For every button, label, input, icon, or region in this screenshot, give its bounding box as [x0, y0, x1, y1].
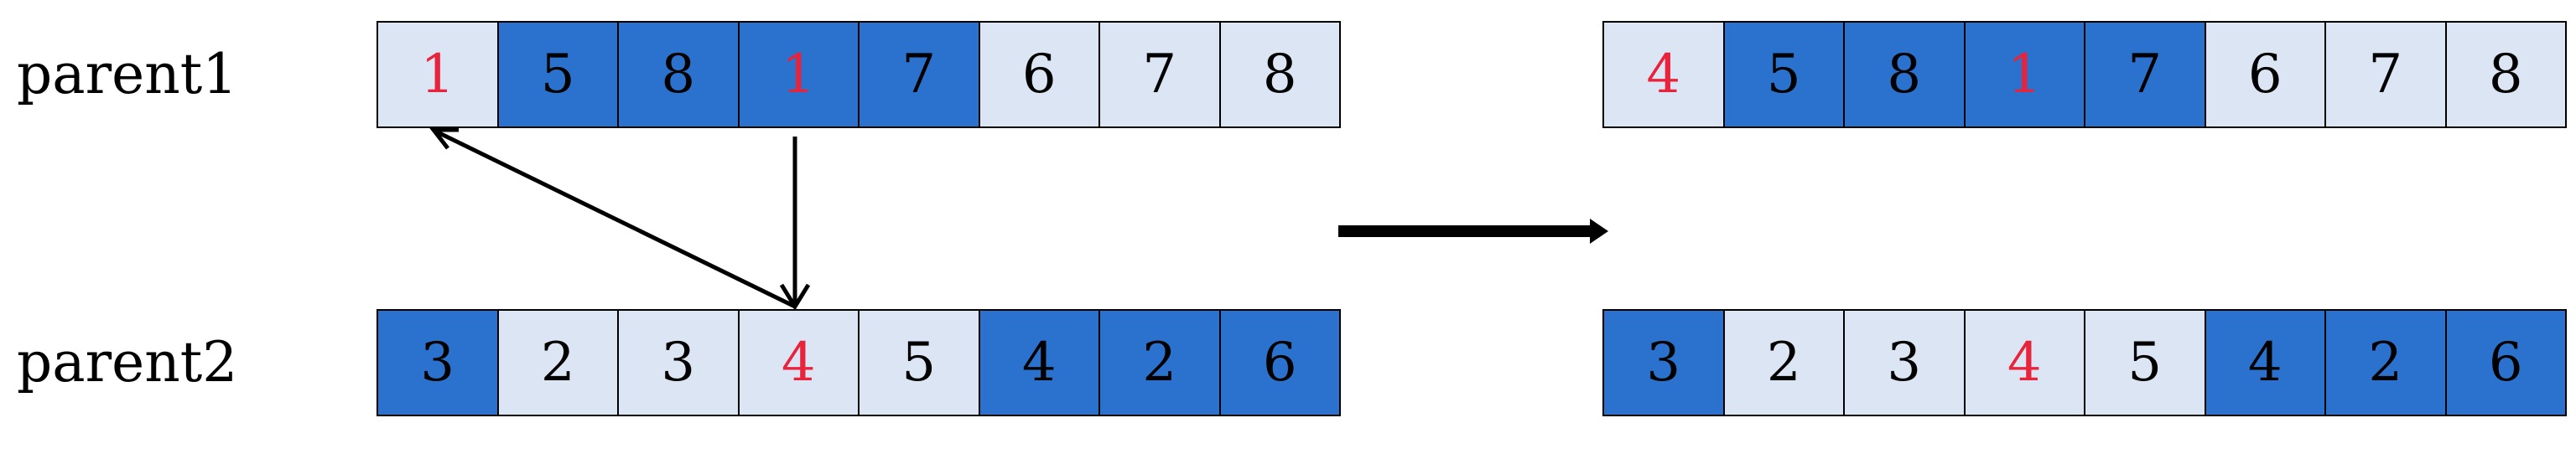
swap-arrow-diagonal-head	[428, 127, 459, 150]
gene-cell: 4	[2205, 311, 2326, 415]
parent1-label: parent1	[17, 42, 238, 106]
gene-cell: 7	[2326, 23, 2447, 126]
swap-arrow-diagonal	[433, 128, 797, 309]
gene-cell: 6	[1220, 311, 1341, 415]
gene-cell: 6	[2446, 311, 2567, 415]
gene-cell: 4	[979, 311, 1100, 415]
gene-cell: 7	[2085, 23, 2206, 126]
gene-cell: 2	[498, 311, 619, 415]
gene-cell: 3	[1845, 311, 1966, 415]
gene-cell: 1	[378, 23, 499, 126]
gene-cell: 6	[979, 23, 1100, 126]
gene-cell: 4	[1604, 23, 1725, 126]
gene-cell: 8	[1220, 23, 1341, 126]
gene-cell: 3	[378, 311, 499, 415]
gene-cell: 8	[2446, 23, 2567, 126]
gene-cell: 2	[1724, 311, 1845, 415]
gene-cell: 7	[860, 23, 980, 126]
gene-cell: 8	[1845, 23, 1966, 126]
gene-cell: 4	[739, 311, 860, 415]
transition-arrow-head	[1590, 219, 1608, 244]
gene-cell: 5	[498, 23, 619, 126]
gene-cell: 7	[1100, 23, 1221, 126]
gene-cell: 5	[860, 311, 980, 415]
gene-cell: 2	[2326, 311, 2447, 415]
gene-cell: 5	[1724, 23, 1845, 126]
gene-cell: 1	[739, 23, 860, 126]
gene-cell: 1	[1965, 23, 2085, 126]
parent2-label: parent2	[17, 330, 238, 395]
gene-cell: 2	[1100, 311, 1221, 415]
gene-cell: 4	[1965, 311, 2085, 415]
gene-cell: 5	[2085, 311, 2206, 415]
gene-cell: 3	[1604, 311, 1725, 415]
gene-cell: 3	[619, 311, 740, 415]
gene-cell: 8	[619, 23, 740, 126]
gene-cell: 6	[2205, 23, 2326, 126]
